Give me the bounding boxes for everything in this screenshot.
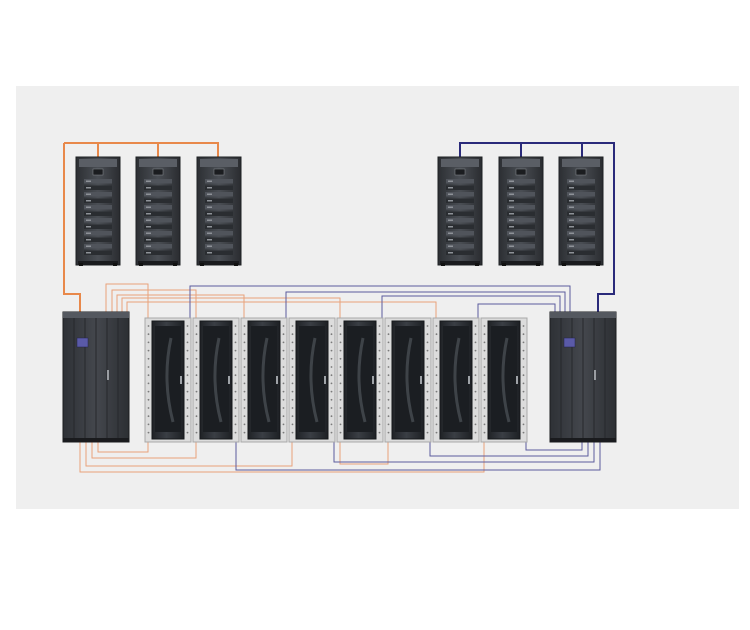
cable-layer — [63, 142, 615, 473]
distribution-cable-orange — [97, 442, 149, 453]
server-rack-icon — [288, 317, 336, 443]
distribution-cable-orange — [91, 442, 197, 459]
ups-tower-icon — [75, 156, 121, 266]
server-rack-icon — [240, 317, 288, 443]
server-rack-icon — [480, 317, 528, 443]
distribution-cable-orange — [116, 294, 245, 318]
distribution-cable-orange — [85, 442, 293, 467]
distribution-cable-orange — [121, 297, 341, 318]
ups-tower-icon — [437, 156, 483, 266]
distribution-cable-purple — [429, 442, 589, 457]
server-rack-icon — [192, 317, 240, 443]
distribution-cable-orange — [105, 283, 149, 318]
distribution-cabinet-icon — [549, 311, 617, 443]
distribution-cable-purple — [381, 295, 561, 318]
equipment-layer — [62, 156, 617, 443]
distribution-cable-orange — [79, 442, 485, 473]
ups-tower-icon — [196, 156, 242, 266]
ups-tower-icon — [498, 156, 544, 266]
feed-cable-left — [63, 143, 81, 312]
server-rack-icon — [384, 317, 432, 443]
distribution-cable-purple — [477, 303, 556, 318]
server-rack-icon — [336, 317, 384, 443]
distribution-cable-purple — [285, 291, 566, 318]
distribution-cabinet-icon — [62, 311, 130, 443]
distribution-cable-purple — [525, 442, 583, 451]
ups-tower-icon — [558, 156, 604, 266]
distribution-cable-orange — [126, 301, 437, 318]
server-rack-icon — [144, 317, 192, 443]
distribution-cable-orange — [111, 289, 197, 318]
distribution-cable-purple — [235, 442, 601, 471]
distribution-cable-orange — [339, 442, 389, 465]
server-rack-icon — [432, 317, 480, 443]
distribution-cable-purple — [333, 442, 595, 463]
feed-cable-right — [582, 142, 615, 312]
distribution-cable-purple — [189, 285, 571, 318]
ups-tower-icon — [135, 156, 181, 266]
